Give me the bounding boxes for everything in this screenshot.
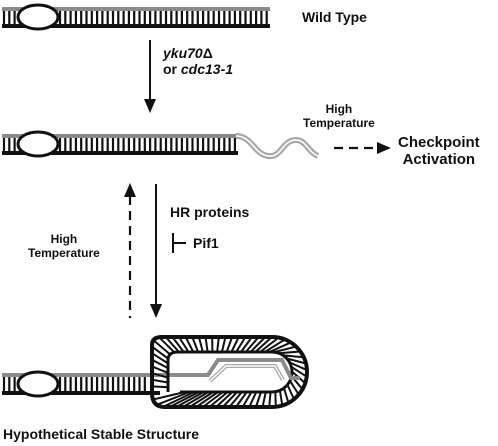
loop-base-pair-rung [178, 336, 190, 353]
loop-base-pair-rung [182, 391, 210, 408]
gene-cdc13: cdc13-1 [180, 61, 234, 78]
loop-base-pair-rung [225, 336, 234, 353]
loop-base-pair-rung [202, 391, 224, 408]
pif1-inhibition-bar [172, 233, 186, 253]
loop-base-pair-rung [171, 336, 185, 353]
loop-base-pair-rung [274, 345, 297, 354]
loop-base-pair-rung [235, 391, 248, 408]
label-checkpoint-activation: Checkpoint Activation [398, 134, 480, 169]
loop-base-pair-rung [222, 391, 238, 408]
loop-base-pair-rung [261, 391, 267, 408]
label-pif1: Pif1 [193, 235, 219, 251]
loop-base-pair-rung [158, 336, 175, 354]
loop-base-pair-rung [269, 341, 292, 353]
loop-base-pair-rung [259, 336, 280, 353]
loop-base-pair-rung [208, 391, 229, 408]
loop-base-pair-rung [248, 391, 258, 408]
loop-base-pair-rung [264, 338, 286, 353]
loop-base-pair-rung [290, 365, 308, 378]
loop-base-pair-rung [162, 391, 195, 408]
loop-base-pair-rung [204, 336, 209, 353]
telomere-with-overhang [2, 130, 320, 160]
loop-base-pair-rung [278, 350, 301, 355]
loop-base-pair-rung [197, 336, 204, 353]
loop-base-pair-rung [249, 336, 267, 353]
loop-base-pair-rung [195, 391, 219, 408]
loop-base-pair-rung [152, 391, 185, 401]
loop-base-pair-rung [274, 391, 277, 407]
loop-base-pair-rung [289, 361, 308, 371]
loop-base-pair-rung [175, 391, 205, 408]
loop-base-pair-rung [152, 339, 171, 356]
label-high-temperature-right: High Temperature [303, 102, 375, 130]
loop-base-pair-rung [216, 336, 220, 353]
loop-base-pair-rung [244, 336, 260, 353]
loop-base-pair-rung [241, 391, 253, 408]
label-mutation: yku70Δ or cdc13-1 [163, 45, 233, 77]
loop-base-pair-rung [289, 380, 300, 396]
arrow-wildtype-to-mutant [144, 40, 156, 113]
loop-base-pair-rung [184, 336, 195, 353]
wild-type-telomere [2, 3, 270, 31]
loop-base-pair-rung [230, 336, 240, 353]
loop-base-pair-rung [220, 336, 227, 353]
loop-base-pair-rung [156, 391, 190, 406]
arrow-up-high-temperature [124, 183, 136, 318]
loop-base-pair-rung [240, 336, 253, 353]
loop-base-pair-rung [151, 365, 169, 374]
label-wild-type: Wild Type [302, 9, 367, 25]
loop-base-pair-rung [151, 378, 169, 384]
loop-base-pair-rung [191, 336, 200, 353]
arrow-down-hr-proteins [150, 184, 162, 318]
loop-base-pair-rung [228, 391, 243, 408]
loop-base-pair-rung [189, 391, 214, 408]
loop-base-pair-rung [278, 390, 284, 406]
loop-base-pair-rung [151, 358, 169, 370]
loop-base-pair-rung [151, 345, 169, 360]
or-text: or [163, 61, 181, 78]
loop-base-pair-rung [164, 336, 180, 353]
loop-base-pair-rung [283, 387, 290, 404]
stable-structure [2, 335, 309, 409]
loop-base-pair-rung [151, 385, 169, 389]
loop-base-pair-rung [283, 354, 304, 359]
loop-base-pair-rung [254, 391, 262, 408]
label-high-temperature-left: High Temperature [28, 232, 100, 260]
label-stable-structure: Hypothetical Stable Structure [3, 426, 200, 442]
loop-base-pair-rung [169, 391, 200, 408]
loop-base-pair-rung [286, 357, 307, 365]
label-hr-proteins: HR proteins [170, 204, 250, 220]
arrow-checkpoint-dashed [334, 142, 391, 154]
loop-base-pair-rung [151, 352, 169, 365]
delta-symbol: Δ [202, 45, 213, 61]
gene-yku70: yku70 [163, 45, 203, 61]
loop-base-pair-rung [286, 384, 295, 400]
loop-base-pair-rung [235, 336, 247, 353]
loop-base-pair-rung [268, 391, 272, 408]
loop-base-pair-rung [151, 372, 169, 379]
loop-base-pair-rung [254, 336, 273, 353]
loop-base-pair-rung [215, 391, 234, 408]
